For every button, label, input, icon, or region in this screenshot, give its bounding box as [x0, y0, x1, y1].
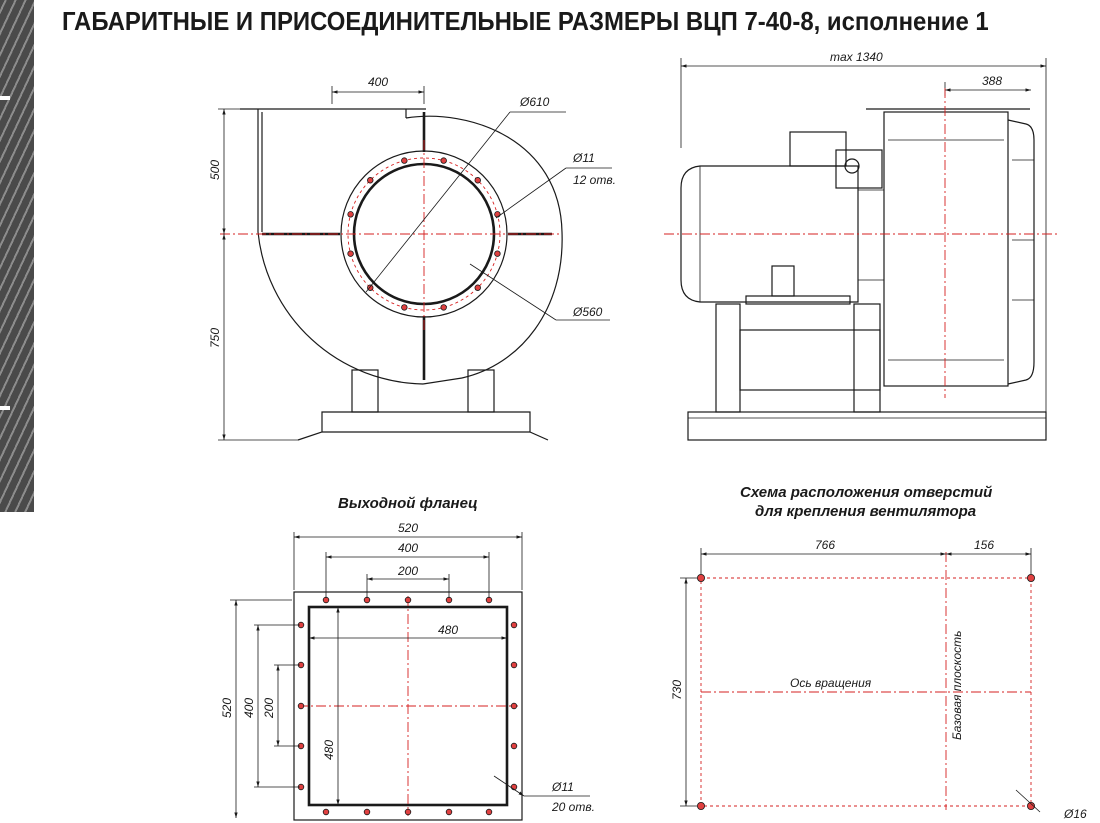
scroll-outer-curve [405, 115, 563, 379]
mounting-scheme-view: Схема расположения отверстий для креплен… [670, 484, 1087, 821]
bolt-hole [440, 157, 447, 164]
bolt-hole [440, 304, 447, 311]
bolt-hole [347, 211, 354, 218]
lifting-eye [844, 158, 860, 174]
flange-outer-rect [293, 591, 523, 821]
front-view: 400 Ø610 Ø11 12 отв. Ø560 500 750 [208, 75, 616, 441]
bolt-hole [510, 661, 518, 669]
terminal-box [789, 131, 847, 167]
bolt-hole [494, 250, 501, 257]
leg-right [467, 369, 495, 413]
bolt-hole [485, 596, 493, 604]
mounting-caption-line2: для крепления вентилятора [755, 503, 976, 520]
base-frame [687, 411, 1047, 441]
dim-388-label: 388 [982, 74, 1002, 88]
dim-400-label: 400 [368, 75, 388, 89]
dim-500-label: 500 [208, 160, 222, 180]
base-plane-label: Базовая плоскость [950, 631, 964, 740]
holes-20-label: 20 отв. [551, 800, 595, 814]
bolt-hole [367, 284, 374, 291]
scroll-bottom [422, 377, 463, 385]
dim-520-label: 520 [398, 521, 418, 535]
dim-400v-label: 400 [242, 698, 256, 718]
hole-d11-label: Ø11 [551, 780, 574, 794]
flange-inner-rect [307, 605, 509, 807]
dim-200v-label: 200 [262, 698, 276, 719]
bolt-hole [485, 808, 493, 816]
bolt-hole [322, 596, 330, 604]
dim-766-label: 766 [815, 538, 835, 552]
bolt-hole [297, 702, 305, 710]
mounting-caption-line1: Схема расположения отверстий [740, 484, 992, 501]
dim-400-label: 400 [398, 541, 418, 555]
holes-12-label: 12 отв. [573, 173, 616, 187]
support-brace [739, 329, 881, 391]
dim-520v-label: 520 [220, 698, 234, 718]
bolt-hole [510, 742, 518, 750]
mount-hole [1027, 802, 1036, 811]
bolt-hole [445, 808, 453, 816]
flange-bolt-holes [297, 596, 518, 816]
bolt-hole [510, 621, 518, 629]
dim-730-label: 730 [670, 680, 684, 700]
bolt-hole [510, 702, 518, 710]
side-decor-stripe [0, 0, 34, 512]
dim-200-label: 200 [397, 564, 418, 578]
mount-hole [697, 574, 706, 583]
bolt-hole [474, 177, 481, 184]
housing-cover [1007, 119, 1035, 385]
page-title: ГАБАРИТНЫЕ И ПРИСОЕДИНИТЕЛЬНЫЕ РАЗМЕРЫ В… [62, 6, 989, 36]
hole-leader [1015, 789, 1041, 813]
bolt-hole [322, 808, 330, 816]
mount-hole [697, 802, 706, 811]
dim-480v-label: 480 [322, 740, 336, 760]
stripe-tick [0, 96, 10, 100]
side-view: max 1340 388 [664, 50, 1060, 441]
rotation-axis-label: Ось вращения [790, 676, 872, 690]
scroll-lower-left [257, 231, 424, 385]
d11-label: Ø11 [572, 151, 595, 165]
housing-body [883, 111, 1009, 387]
outlet-flange-caption: Выходной фланец [338, 495, 478, 512]
dim-480-label: 480 [438, 623, 458, 637]
bolt-hole [494, 211, 501, 218]
stripe-tick [0, 406, 10, 410]
dim-1340-label: max 1340 [830, 50, 883, 64]
motor-mount [745, 295, 851, 305]
bolt-hole [404, 808, 412, 816]
support-leg-left [715, 303, 741, 413]
d560-leader [469, 263, 557, 321]
support-leg-right [853, 303, 881, 413]
bracket [835, 149, 883, 189]
motor-foot [771, 265, 795, 297]
mount-hole [1027, 574, 1036, 583]
dim-156-label: 156 [974, 538, 994, 552]
base-frame [297, 411, 549, 441]
d560-label: Ø560 [572, 305, 603, 319]
bolt-hole [474, 284, 481, 291]
bolt-hole [401, 304, 408, 311]
bolt-hole [363, 596, 371, 604]
bolt-hole [404, 596, 412, 604]
d11-leader [495, 167, 567, 219]
bolt-hole [445, 596, 453, 604]
bolt-hole [363, 808, 371, 816]
flange-bolt-holes [347, 157, 501, 311]
dim-750-label: 750 [208, 328, 222, 348]
hole-leader [493, 775, 525, 797]
d610-label: Ø610 [519, 95, 550, 109]
bolt-hole [401, 157, 408, 164]
bolt-hole [367, 177, 374, 184]
d610-leader [365, 111, 511, 293]
bolt-hole [347, 250, 354, 257]
hole-d16-label: Ø16 [1063, 807, 1087, 821]
outlet-flange-view: Выходной фланец 520 400 200 480 520 400 … [220, 495, 595, 821]
